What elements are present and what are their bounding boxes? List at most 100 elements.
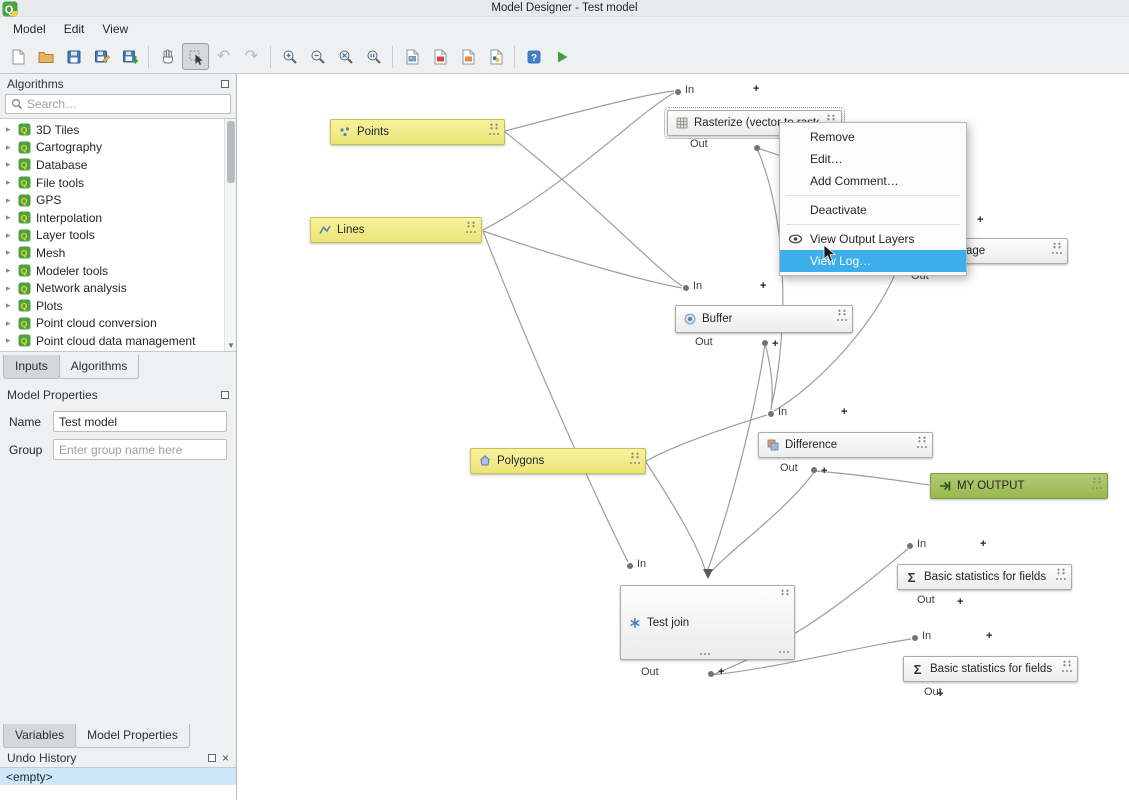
expand-plus-icon[interactable]: + (977, 214, 984, 226)
node-grip-icon[interactable] (780, 589, 790, 596)
expand-plus-icon[interactable]: + (937, 688, 944, 700)
redo-button[interactable]: ↷ (238, 43, 265, 70)
model-node-my-output[interactable]: MY OUTPUT (930, 473, 1108, 499)
expand-plus-icon[interactable]: + (821, 465, 828, 477)
model-node-lines[interactable]: Lines (310, 217, 482, 243)
help-button[interactable]: ? (520, 43, 547, 70)
tree-item-3d-tiles[interactable]: ▸ Q 3D Tiles (0, 121, 236, 139)
expand-plus-icon[interactable]: + (980, 538, 987, 550)
node-grip-icon[interactable] (836, 309, 848, 322)
expand-plus-icon[interactable]: + (760, 280, 767, 292)
tree-item-cartography[interactable]: ▸ Q Cartography (0, 139, 236, 157)
save-model-as-button[interactable] (88, 43, 115, 70)
context-menu-view-output-layers[interactable]: View Output Layers (780, 228, 966, 250)
save-model-button[interactable] (60, 43, 87, 70)
export-as-pdf-button[interactable] (426, 43, 453, 70)
output-port-dot[interactable] (754, 145, 760, 151)
node-dots-icon[interactable] (699, 652, 711, 656)
context-menu-edit[interactable]: Edit… (810, 152, 843, 166)
tree-item-gps[interactable]: ▸ Q GPS (0, 191, 236, 209)
expander-icon[interactable]: ▸ (6, 247, 11, 258)
tree-scrollbar[interactable]: ▼ (224, 119, 236, 351)
float-panel-icon[interactable] (221, 391, 229, 399)
context-menu-remove[interactable]: Remove (810, 130, 855, 144)
tab-variables[interactable]: Variables (3, 724, 77, 748)
tree-item-file-tools[interactable]: ▸ Q File tools (0, 174, 236, 192)
menu-edit[interactable]: Edit (63, 21, 85, 36)
zoom-out-button[interactable] (304, 43, 331, 70)
model-name-field[interactable] (53, 411, 227, 432)
model-node-test-join[interactable]: Test join (620, 585, 795, 660)
input-port-dot[interactable] (907, 543, 913, 549)
run-model-button[interactable] (548, 43, 575, 70)
expand-plus-icon[interactable]: + (957, 596, 964, 608)
model-node-points[interactable]: Points (330, 119, 505, 145)
expand-plus-icon[interactable]: + (986, 630, 993, 642)
expander-icon[interactable]: ▸ (6, 124, 11, 135)
expander-icon[interactable]: ▸ (6, 159, 11, 170)
zoom-actual-button[interactable] (360, 43, 387, 70)
scroll-down-arrow-icon[interactable]: ▼ (227, 341, 235, 350)
undo-button[interactable]: ↶ (210, 43, 237, 70)
model-node-polygons[interactable]: Polygons (470, 448, 646, 474)
zoom-in-button[interactable] (276, 43, 303, 70)
open-model-button[interactable] (32, 43, 59, 70)
context-menu-view-log[interactable]: View Log… (780, 250, 966, 272)
expander-icon[interactable]: ▸ (6, 194, 11, 205)
node-grip-icon[interactable] (629, 452, 641, 465)
node-grip-icon[interactable] (488, 123, 500, 136)
tree-item-plots[interactable]: ▸ Q Plots (0, 297, 236, 315)
model-node-buffer[interactable]: Buffer (675, 305, 853, 333)
undo-history-row-empty[interactable]: <empty> (0, 768, 236, 785)
model-group-field[interactable] (53, 439, 227, 460)
tree-item-mesh[interactable]: ▸ Q Mesh (0, 244, 236, 262)
tree-item-network-analysis[interactable]: ▸ Q Network analysis (0, 279, 236, 297)
expand-plus-icon[interactable]: + (718, 666, 725, 678)
tree-item-layer-tools[interactable]: ▸ Q Layer tools (0, 227, 236, 245)
node-grip-icon[interactable] (1091, 477, 1103, 490)
zoom-full-button[interactable] (332, 43, 359, 70)
node-grip-icon[interactable] (1055, 568, 1067, 581)
expand-plus-icon[interactable]: + (753, 83, 760, 95)
tree-item-interpolation[interactable]: ▸ Q Interpolation (0, 209, 236, 227)
expander-icon[interactable]: ▸ (6, 141, 11, 152)
model-node-basic-statistics-2[interactable]: Σ Basic statistics for fields (903, 656, 1078, 682)
search-input[interactable] (27, 97, 225, 111)
expander-icon[interactable]: ▸ (6, 282, 11, 293)
model-node-basic-statistics-1[interactable]: Σ Basic statistics for fields (897, 564, 1072, 590)
tab-inputs[interactable]: Inputs (3, 355, 60, 379)
save-model-in-project-button[interactable] (116, 43, 143, 70)
expander-icon[interactable]: ▸ (6, 317, 11, 328)
model-node-difference[interactable]: Difference (758, 432, 933, 458)
tree-item-point-cloud-data-management[interactable]: ▸ Q Point cloud data management (0, 332, 236, 350)
node-grip-icon[interactable] (1051, 242, 1063, 255)
input-port-dot[interactable] (768, 411, 774, 417)
model-canvas[interactable]: Points Lines Polygons (237, 74, 1129, 800)
export-as-image-button[interactable] (398, 43, 425, 70)
input-port-dot[interactable] (912, 635, 918, 641)
float-panel-icon[interactable] (207, 754, 216, 762)
input-port-dot[interactable] (683, 285, 689, 291)
select-move-item-button[interactable] (182, 43, 209, 70)
export-as-script-button[interactable] (482, 43, 509, 70)
node-dots-icon[interactable] (778, 650, 790, 654)
node-grip-icon[interactable] (1061, 660, 1073, 673)
menu-view[interactable]: View (102, 21, 129, 36)
scrollbar-thumb[interactable] (227, 121, 235, 183)
output-port-dot[interactable] (762, 340, 768, 346)
expand-plus-icon[interactable]: + (772, 338, 779, 350)
float-panel-icon[interactable] (221, 80, 229, 88)
expand-plus-icon[interactable]: + (841, 406, 848, 418)
expander-icon[interactable]: ▸ (6, 300, 11, 311)
menu-model[interactable]: Model (13, 21, 46, 36)
export-as-svg-button[interactable] (454, 43, 481, 70)
input-port-dot[interactable] (675, 89, 681, 95)
expander-icon[interactable]: ▸ (6, 177, 11, 188)
output-port-dot[interactable] (708, 671, 714, 677)
tree-item-database[interactable]: ▸ Q Database (0, 156, 236, 174)
node-grip-icon[interactable] (465, 221, 477, 234)
context-menu-deactivate[interactable]: Deactivate (810, 203, 867, 217)
expander-icon[interactable]: ▸ (6, 229, 11, 240)
tab-model-properties[interactable]: Model Properties (75, 724, 190, 748)
tree-item-modeler-tools[interactable]: ▸ Q Modeler tools (0, 262, 236, 280)
